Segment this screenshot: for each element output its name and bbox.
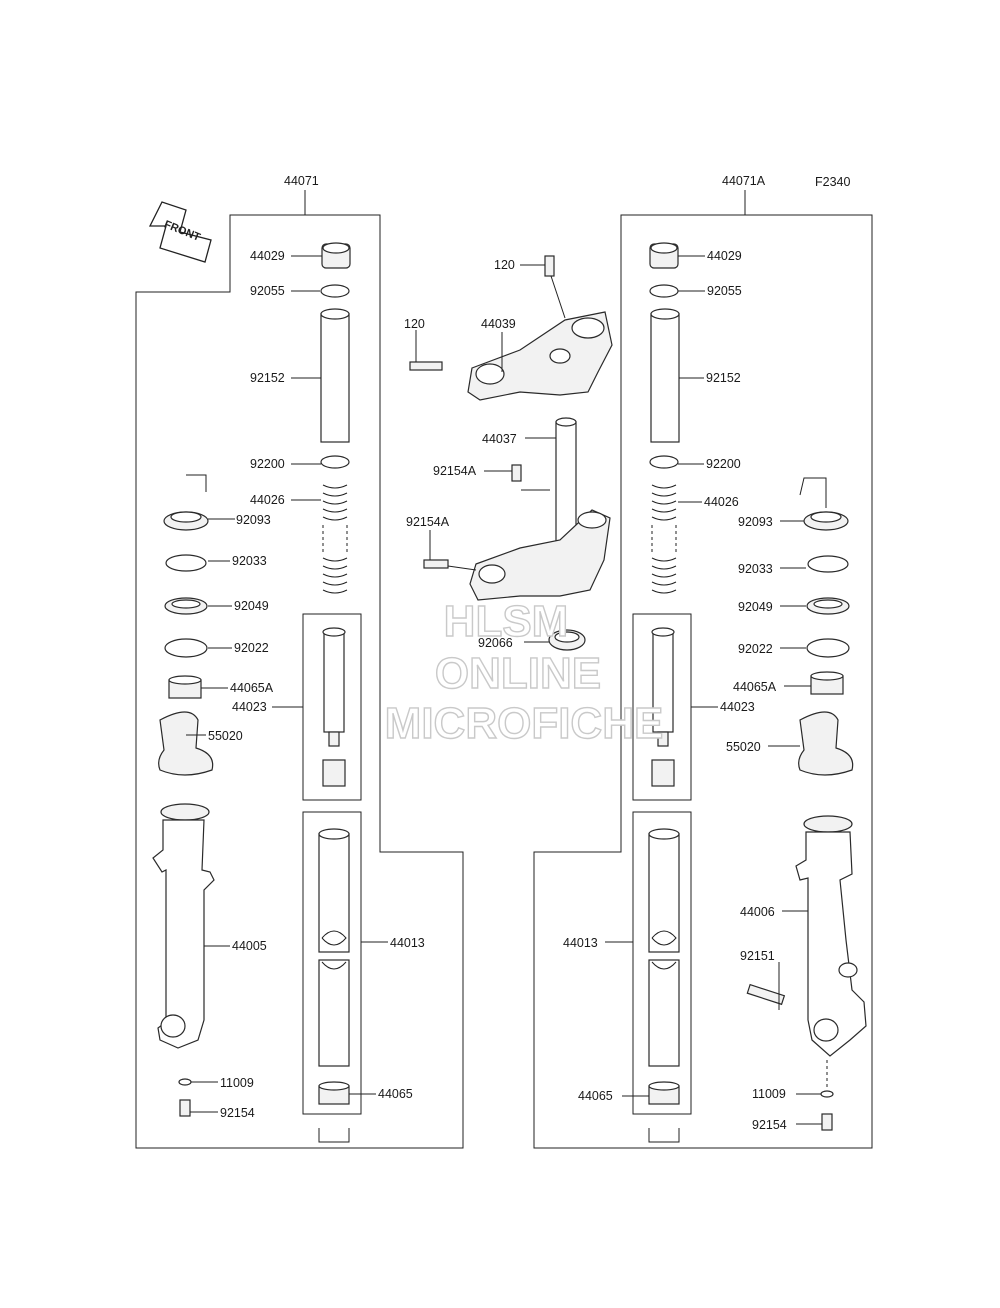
left-assembly: 44071 44029 92055 92152 92200 [135, 174, 464, 1149]
inner-tube-part-right [648, 828, 680, 1067]
label-92154-right: 92154 [752, 1118, 787, 1132]
cylinder-part [322, 627, 346, 787]
label-92022-left: 92022 [234, 641, 269, 655]
label-11009-right: 11009 [752, 1087, 786, 1101]
label-92151: 92151 [740, 949, 775, 963]
washer-part-right [649, 455, 679, 469]
label-11009-left: 11009 [220, 1076, 254, 1090]
spring-part-right [651, 484, 677, 594]
label-44013-left: 44013 [390, 936, 425, 950]
stem-bracket-part [469, 417, 611, 601]
inner-tube-part [318, 828, 350, 1067]
dust-seal-part [163, 474, 209, 531]
front-arrow-icon: FRONT [148, 201, 212, 263]
watermark-line3: MICROFICHE [385, 699, 664, 748]
washer-92022-part-right [806, 638, 850, 658]
label-92066: 92066 [478, 636, 513, 650]
label-44065-right: 44065 [578, 1089, 613, 1103]
label-92154-left: 92154 [220, 1106, 255, 1120]
label-92093-left: 92093 [236, 513, 271, 527]
label-44065-left: 44065 [378, 1087, 413, 1101]
stem-bolt-part-2 [423, 559, 449, 569]
outer-tube-part-right [795, 815, 867, 1057]
bolt-part [179, 1099, 191, 1117]
o-ring-part [320, 284, 350, 298]
spring-part [322, 484, 348, 594]
center-parts: 120 120 44039 44037 92154A 92154A [404, 255, 613, 651]
label-55020-right: 55020 [726, 740, 761, 754]
clip-part-right [807, 555, 849, 573]
label-92200-right: 92200 [706, 457, 741, 471]
label-92049-right: 92049 [738, 600, 773, 614]
collar-tube-part-right [650, 313, 680, 443]
label-44029: 44029 [250, 249, 285, 263]
top-bolt-part [544, 255, 555, 277]
watermark-line2: ONLINE [435, 649, 601, 698]
inner-tube-box [302, 811, 362, 1115]
right-assembly-code: 44071A [722, 174, 766, 188]
right-assembly-outline [533, 214, 873, 1149]
left-bolt-part [409, 361, 443, 371]
label-92154A-2: 92154A [406, 515, 450, 529]
label-55020-left: 55020 [208, 729, 243, 743]
stem-bolt-part-1 [511, 464, 522, 482]
label-44065A-right: 44065A [733, 680, 777, 694]
label-92022-right: 92022 [738, 642, 773, 656]
label-92152: 92152 [250, 371, 285, 385]
watermark-line1: HLSM [444, 597, 569, 646]
label-44023-left: 44023 [232, 700, 267, 714]
cylinder-part-right [651, 627, 675, 787]
gasket-part-right [820, 1090, 834, 1098]
watermark: HLSM ONLINE MICROFICHE [384, 596, 664, 748]
axle-bolt-part [746, 983, 786, 1006]
label-44039: 44039 [481, 317, 516, 331]
label-92055: 92055 [250, 284, 285, 298]
gasket-part [178, 1078, 192, 1086]
label-92055-right: 92055 [707, 284, 742, 298]
collar-tube-part [320, 308, 350, 443]
washer-92022-part [164, 638, 208, 658]
label-92093-right: 92093 [738, 515, 773, 529]
label-44065A-left: 44065A [230, 681, 274, 695]
right-assembly: 44071A 44029 92055 92152 92200 44026 [533, 174, 873, 1149]
label-120-left: 120 [404, 317, 425, 331]
label-92154A-1: 92154A [433, 464, 477, 478]
label-44005: 44005 [232, 939, 267, 953]
label-44037: 44037 [482, 432, 517, 446]
o-ring-part-right [649, 284, 679, 298]
label-92033-right: 92033 [738, 562, 773, 576]
label-44029-right: 44029 [707, 249, 742, 263]
label-44013-right: 44013 [563, 936, 598, 950]
label-44026: 44026 [250, 493, 285, 507]
label-92152-right: 92152 [706, 371, 741, 385]
diagram-code: F2340 [815, 175, 850, 189]
label-92033-left: 92033 [232, 554, 267, 568]
fork-cover-part [158, 711, 214, 776]
cap-bolt-part [321, 242, 351, 269]
label-44023-right: 44023 [720, 700, 755, 714]
label-92049-left: 92049 [234, 599, 269, 613]
washer-part [320, 455, 350, 469]
outer-tube-part [152, 803, 215, 1049]
inner-tube-box-right [632, 811, 692, 1115]
bolt-part-right [821, 1113, 833, 1131]
left-assembly-outline [135, 214, 464, 1149]
fork-cover-part-right [798, 711, 854, 776]
label-120-top: 120 [494, 258, 515, 272]
label-44006: 44006 [740, 905, 775, 919]
lower-bushing-part [318, 1081, 350, 1105]
clip-part [165, 554, 207, 572]
label-44026-right: 44026 [704, 495, 739, 509]
left-assembly-code: 44071 [284, 174, 319, 188]
label-92200: 92200 [250, 457, 285, 471]
bushing-part [168, 675, 202, 699]
